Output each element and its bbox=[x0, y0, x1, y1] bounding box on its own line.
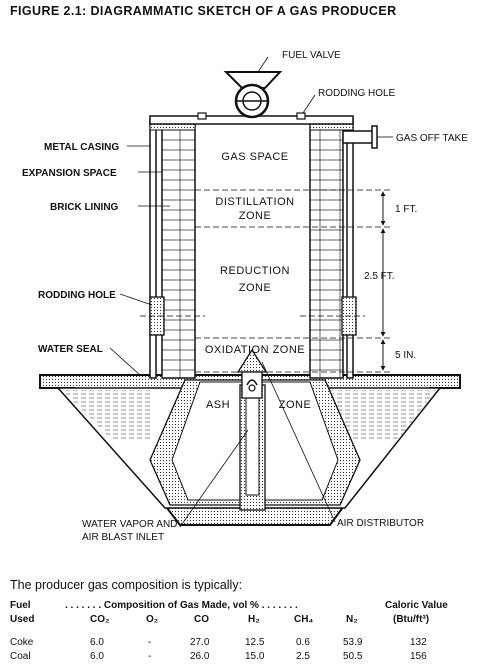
cell-n2: 50.5 bbox=[343, 651, 363, 662]
cell-ch4: 0.6 bbox=[296, 637, 310, 648]
brick-lining-right bbox=[309, 121, 344, 379]
header-co: CO bbox=[194, 614, 209, 625]
cell-o2: - bbox=[148, 637, 152, 648]
gas-off-take-pipe bbox=[342, 130, 374, 144]
header-ch4: CH₄ bbox=[294, 614, 314, 625]
fuel-hopper bbox=[223, 71, 283, 89]
header-group: . . . . . . . Composition of Gas Made, v… bbox=[65, 600, 298, 611]
label-rodding-hole-top: RODDING HOLE bbox=[318, 88, 396, 99]
header-fuel: Fuel bbox=[10, 600, 31, 611]
figure-title: FIGURE 2.1: DIAGRAMMATIC SKETCH OF A GAS… bbox=[10, 4, 397, 18]
zone-reduction-2: ZONE bbox=[239, 282, 272, 294]
header-co2: CO₂ bbox=[90, 614, 110, 625]
header-n2: N₂ bbox=[346, 614, 358, 625]
label-air-distributor: AIR DISTRIBUTOR bbox=[337, 518, 424, 529]
label-fuel-valve: FUEL VALVE bbox=[282, 50, 341, 61]
cell-co: 27.0 bbox=[190, 637, 210, 648]
dimension-oxidation: 5 IN. bbox=[395, 350, 416, 361]
label-gas-off-take: GAS OFF TAKE bbox=[396, 133, 468, 144]
header-h2: H₂ bbox=[248, 614, 260, 625]
table-row: Coal 6.0 - 26.0 15.0 2.5 50.5 156 bbox=[10, 651, 480, 664]
cell-o2: - bbox=[148, 651, 152, 662]
metal-casing-right bbox=[346, 119, 354, 379]
rodding-hole-cap-left bbox=[197, 112, 207, 120]
label-water-vapor-1: WATER VAPOR AND bbox=[82, 519, 177, 530]
label-water-vapor-2: AIR BLAST INLET bbox=[82, 532, 164, 543]
zone-reduction-1: REDUCTION bbox=[220, 265, 290, 277]
cell-ch4: 2.5 bbox=[296, 651, 310, 662]
zone-oxidation: OXIDATION ZONE bbox=[205, 344, 305, 356]
cell-n2: 53.9 bbox=[343, 637, 363, 648]
label-metal-casing: METAL CASING bbox=[44, 142, 119, 153]
cell-fuel: Coal bbox=[10, 651, 31, 662]
label-expansion-space: EXPANSION SPACE bbox=[22, 168, 117, 179]
header-units: (Btu/ft³) bbox=[393, 614, 430, 625]
zone-distillation-1: DISTILLATION bbox=[215, 196, 294, 208]
cell-co: 26.0 bbox=[190, 651, 210, 662]
label-rodding-hole-side: RODDING HOLE bbox=[38, 290, 116, 301]
rodding-hole-cap-right bbox=[296, 112, 306, 120]
table-row: Coke 6.0 - 27.0 12.5 0.6 53.9 132 bbox=[10, 637, 480, 650]
label-brick-lining: BRICK LINING bbox=[50, 202, 119, 213]
cell-co2: 6.0 bbox=[90, 637, 104, 648]
cell-h2: 12.5 bbox=[245, 637, 265, 648]
label-water-seal: WATER SEAL bbox=[38, 344, 103, 355]
brick-lining-left bbox=[161, 121, 196, 379]
water-left bbox=[62, 390, 150, 440]
zone-distillation-2: ZONE bbox=[239, 210, 272, 222]
water-right bbox=[318, 390, 436, 440]
cell-cv: 132 bbox=[410, 637, 427, 648]
cell-co2: 6.0 bbox=[90, 651, 104, 662]
zone-ash: ASH bbox=[206, 399, 230, 411]
cell-fuel: Coke bbox=[10, 637, 34, 648]
composition-intro: The producer gas composition is typicall… bbox=[10, 578, 243, 592]
gas-producer-diagram: FUEL VALVE RODDING HOLE GAS OFF TAKE MET… bbox=[22, 50, 468, 543]
metal-casing-left bbox=[149, 119, 157, 379]
header-used: Used bbox=[10, 614, 35, 625]
table-header-row-2: Used CO₂ O₂ CO H₂ CH₄ N₂ (Btu/ft³) bbox=[10, 614, 480, 627]
zone-gas-space: GAS SPACE bbox=[221, 151, 288, 163]
table-header-row-1: Fuel . . . . . . . Composition of Gas Ma… bbox=[10, 600, 480, 613]
header-caloric: Caloric Value bbox=[385, 600, 448, 611]
dimension-distillation: 1 FT. bbox=[395, 204, 417, 215]
cell-h2: 15.0 bbox=[245, 651, 265, 662]
zone-ash-zone: ZONE bbox=[279, 399, 312, 411]
dimension-reduction: 2.5 FT. bbox=[364, 271, 395, 282]
cell-cv: 156 bbox=[410, 651, 427, 662]
header-o2: O₂ bbox=[146, 614, 159, 625]
